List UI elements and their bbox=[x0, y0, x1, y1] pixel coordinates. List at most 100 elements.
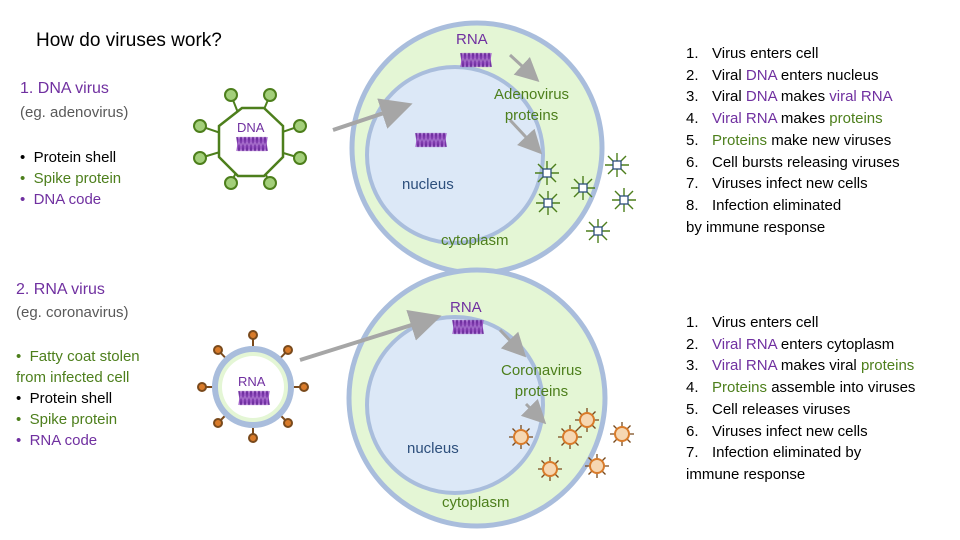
rna-step-text: immune response bbox=[686, 465, 806, 483]
dna-step-text: Virus enters cell bbox=[712, 45, 819, 62]
dna-step-text: makes bbox=[776, 110, 830, 128]
rna-step-2: 2. Viral RNA enters cytoplasm bbox=[686, 334, 915, 356]
rna-virus-particle bbox=[197, 330, 309, 443]
bottom-arrow-rna-to-proteins bbox=[498, 328, 527, 358]
dna-step-3: 3.Viral DNA makes viral RNA bbox=[686, 86, 900, 108]
adenovirus-proteins-label: Adenovirus proteins bbox=[494, 86, 570, 124]
dna-bullet-list: • Protein shell • Spike protein • DNA co… bbox=[20, 147, 121, 210]
top-cytoplasm-label: cytoplasm bbox=[441, 232, 509, 249]
rna-step-7: 7. Infection eliminated by bbox=[686, 442, 915, 464]
dna-step-text: DNA bbox=[745, 88, 777, 106]
top-rna-strand bbox=[460, 52, 492, 68]
rna-section-heading: 2. RNA virus bbox=[16, 281, 105, 298]
top-nucleus-label: nucleus bbox=[402, 176, 454, 193]
dna-step-number: 1. bbox=[686, 45, 699, 62]
top-arrow-proteins-to-virions bbox=[508, 118, 543, 155]
rna-step-text: Virus enters cell bbox=[712, 314, 819, 331]
dna-virus-label: DNA bbox=[237, 120, 265, 135]
rna-step-8: immune response bbox=[686, 464, 915, 486]
top-rna-label: RNA bbox=[456, 31, 488, 48]
rna-step-text: Infection eliminated by bbox=[712, 444, 862, 462]
dna-step-text: makes bbox=[776, 88, 830, 106]
rna-step-text: makes viral bbox=[776, 357, 861, 375]
top-nucleus-dna-strand bbox=[415, 132, 447, 148]
dna-step-text: by immune response bbox=[686, 218, 826, 236]
bottom-nucleus bbox=[365, 315, 545, 495]
rna-virus-label: RNA bbox=[238, 374, 266, 389]
dna-step-number: 7. bbox=[686, 175, 699, 193]
rna-step-text: enters cytoplasm bbox=[776, 335, 895, 353]
rna-step-6: 6. Viruses infect new cells bbox=[686, 421, 915, 443]
dna-step-9: by immune response bbox=[686, 217, 900, 239]
rna-step-number: 3. bbox=[686, 357, 699, 375]
rna-step-number: 1. bbox=[686, 314, 699, 331]
rna-step-text: proteins bbox=[860, 357, 915, 375]
rna-step-text: Proteins bbox=[712, 379, 768, 397]
rna-step-text: Viral RNA bbox=[712, 357, 777, 375]
rna-step-text: assemble into viruses bbox=[767, 379, 916, 397]
rna-step-text: Viruses infect new cells bbox=[712, 422, 868, 440]
dna-step-text: Viruses infect new cells bbox=[712, 175, 868, 193]
dna-step-text: Proteins bbox=[712, 131, 768, 149]
top-arrow-rna-to-proteins bbox=[508, 53, 540, 83]
dna-step-6: 6. Cell bursts releasing viruses bbox=[686, 152, 900, 174]
bottom-rna-strand bbox=[452, 319, 484, 335]
dna-step-text: Infection eliminated bbox=[712, 196, 842, 214]
rna-step-number: 6. bbox=[686, 422, 699, 440]
dna-step-5: 5. Proteins make new viruses bbox=[686, 130, 900, 152]
rna-steps-list: 1. Virus enters cell 2. Viral RNA enters cy… bbox=[686, 312, 915, 486]
dna-bullet-2: • Spike protein bbox=[20, 170, 122, 187]
dna-step-7: 7. Viruses infect new cells bbox=[686, 173, 900, 195]
dna-step-text: proteins bbox=[829, 110, 883, 128]
dna-step-number: 5. bbox=[686, 131, 699, 149]
rna-bullet-3: • Spike protein bbox=[16, 411, 118, 428]
rna-step-number: 7. bbox=[686, 444, 699, 462]
dna-step-1: 1. Virus enters cell bbox=[686, 43, 900, 65]
dna-step-text: enters nucleus bbox=[776, 66, 879, 84]
top-new-virions bbox=[535, 153, 636, 243]
dna-step-number: 2. bbox=[686, 66, 699, 84]
dna-step-2: 2. Viral DNA enters nucleus bbox=[686, 65, 900, 87]
rna-step-5: 5. Cell releases viruses bbox=[686, 399, 915, 421]
page-title: How do viruses work? bbox=[36, 30, 222, 51]
rna-bullet-list: • Fatty coat stolen from infected cell •… bbox=[16, 346, 140, 451]
rna-step-3: 3. Viral RNA makes viral proteins bbox=[686, 355, 915, 377]
dna-step-4: 4. Viral RNA makes proteins bbox=[686, 108, 900, 130]
dna-step-text: DNA bbox=[745, 66, 777, 84]
top-arrow-virus-entry bbox=[332, 98, 413, 132]
rna-step-4: 4. Proteins assemble into viruses bbox=[686, 377, 915, 399]
top-cell bbox=[349, 20, 605, 276]
dna-bullet-1: • Protein shell bbox=[20, 149, 117, 166]
bottom-arrow-proteins-to-virions bbox=[520, 398, 547, 425]
rna-step-number: 2. bbox=[686, 335, 699, 353]
rna-step-text: Viral RNA bbox=[712, 335, 777, 353]
rna-step-number: 5. bbox=[686, 400, 699, 418]
dna-step-text: make new viruses bbox=[767, 131, 892, 149]
rna-step-number: 4. bbox=[686, 379, 699, 397]
dna-step-number: 4. bbox=[686, 110, 699, 128]
dna-section-heading: 1. DNA virus bbox=[20, 80, 109, 97]
rna-bullet-1: • Fatty coat stolen bbox=[16, 348, 140, 365]
rna-bullet-1-cont: from infected cell bbox=[16, 369, 130, 386]
rna-bullet-2: • Protein shell bbox=[16, 390, 113, 407]
rna-step-1: 1. Virus enters cell bbox=[686, 312, 915, 334]
rna-step-text: Cell releases viruses bbox=[712, 400, 851, 418]
dna-steps-list: 1. Virus enters cell 2. Viral DNA enters nu… bbox=[686, 43, 900, 238]
coronavirus-proteins-label: Coronavirus proteins bbox=[501, 362, 582, 400]
dna-step-text: Viral RNA bbox=[712, 110, 777, 128]
bottom-nucleus-label: nucleus bbox=[407, 440, 459, 457]
bottom-rna-label: RNA bbox=[450, 299, 482, 316]
dna-section-example: (eg. adenovirus) bbox=[20, 104, 129, 121]
rna-section-example: (eg. coronavirus) bbox=[16, 304, 129, 321]
bottom-cytoplasm-label: cytoplasm bbox=[442, 494, 510, 511]
dna-bullet-3: • DNA code bbox=[20, 191, 102, 208]
dna-step-text: Cell bursts releasing viruses bbox=[712, 153, 900, 171]
rna-bullet-4: • RNA code bbox=[16, 432, 98, 449]
dna-step-number: 8. bbox=[686, 196, 699, 214]
dna-step-number: 3. bbox=[686, 88, 699, 106]
dna-virus-particle bbox=[193, 88, 307, 190]
dna-step-text: Viral bbox=[712, 66, 746, 84]
dna-step-number: 6. bbox=[686, 153, 699, 171]
dna-step-text: Viral bbox=[712, 88, 746, 106]
